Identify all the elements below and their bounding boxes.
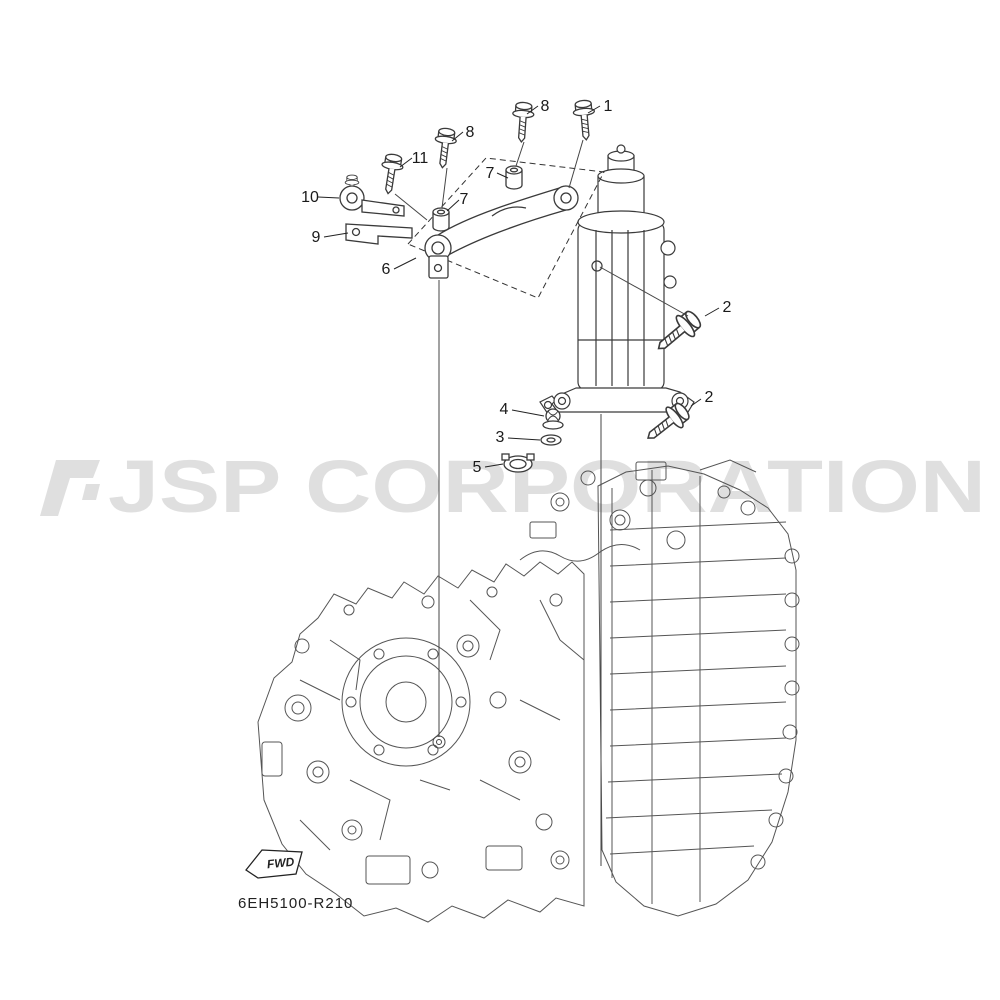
- leader-line: [690, 398, 702, 407]
- leader-line: [399, 157, 413, 168]
- engine-block-left: [257, 561, 585, 923]
- callout-9: 9: [312, 229, 321, 246]
- callout-2-a: 2: [723, 299, 732, 316]
- dashed-assembly-box: [407, 157, 605, 299]
- leader-line: [317, 196, 340, 199]
- bolt-part-1: [571, 98, 598, 142]
- bolt-part-11: [377, 152, 406, 196]
- callout-7-b: 7: [460, 191, 469, 208]
- leader-line: [704, 307, 720, 317]
- callouts: 8 1 8 11 10 7 7 9 6 2 2 4 3 5: [301, 98, 731, 476]
- drawing-code: 6EH5100-R210: [238, 895, 353, 912]
- leader-line: [526, 105, 539, 115]
- callout-7-a: 7: [486, 165, 495, 182]
- washer-part-3: [540, 434, 562, 446]
- alignment-lines: [394, 139, 689, 866]
- leader-line: [451, 131, 464, 142]
- callout-11: 11: [412, 150, 429, 167]
- engine-head-details: [519, 461, 686, 562]
- plate-part-9: [345, 223, 413, 245]
- callout-4: 4: [500, 401, 509, 418]
- callout-5: 5: [473, 459, 482, 476]
- leader-lines: [317, 105, 720, 468]
- callout-8-b: 8: [466, 124, 475, 141]
- fwd-flag: FWD: [245, 849, 303, 879]
- callout-1: 1: [604, 98, 613, 115]
- bracket-part-6: [424, 185, 579, 279]
- leader-line: [393, 257, 417, 270]
- callout-3: 3: [496, 429, 505, 446]
- leader-line: [507, 437, 541, 441]
- collar-part-7-b: [432, 207, 450, 232]
- watermark-logo: [40, 460, 100, 516]
- nut-part-4: [542, 408, 564, 430]
- leader-line: [323, 232, 349, 238]
- callout-2-b: 2: [705, 389, 714, 406]
- bolt-part-8-a: [510, 101, 536, 144]
- callout-10: 10: [301, 189, 319, 206]
- starter-motor: [539, 144, 695, 415]
- callout-8-a: 8: [541, 98, 550, 115]
- watermark: JSP CORPORATION: [40, 445, 986, 528]
- collar-part-7-a: [505, 165, 523, 190]
- leader-line: [587, 105, 601, 114]
- clamp-part-10: [339, 174, 405, 217]
- engine-block-right: [597, 459, 800, 917]
- fwd-label: FWD: [266, 855, 295, 872]
- watermark-text: JSP CORPORATION: [108, 445, 986, 528]
- callout-6: 6: [382, 261, 391, 278]
- clamp-part-5: [501, 453, 535, 473]
- leader-line: [446, 199, 460, 212]
- leader-line: [484, 463, 504, 468]
- bolt-part-8-b: [431, 126, 459, 170]
- leader-line: [496, 172, 509, 179]
- leader-line: [511, 409, 545, 417]
